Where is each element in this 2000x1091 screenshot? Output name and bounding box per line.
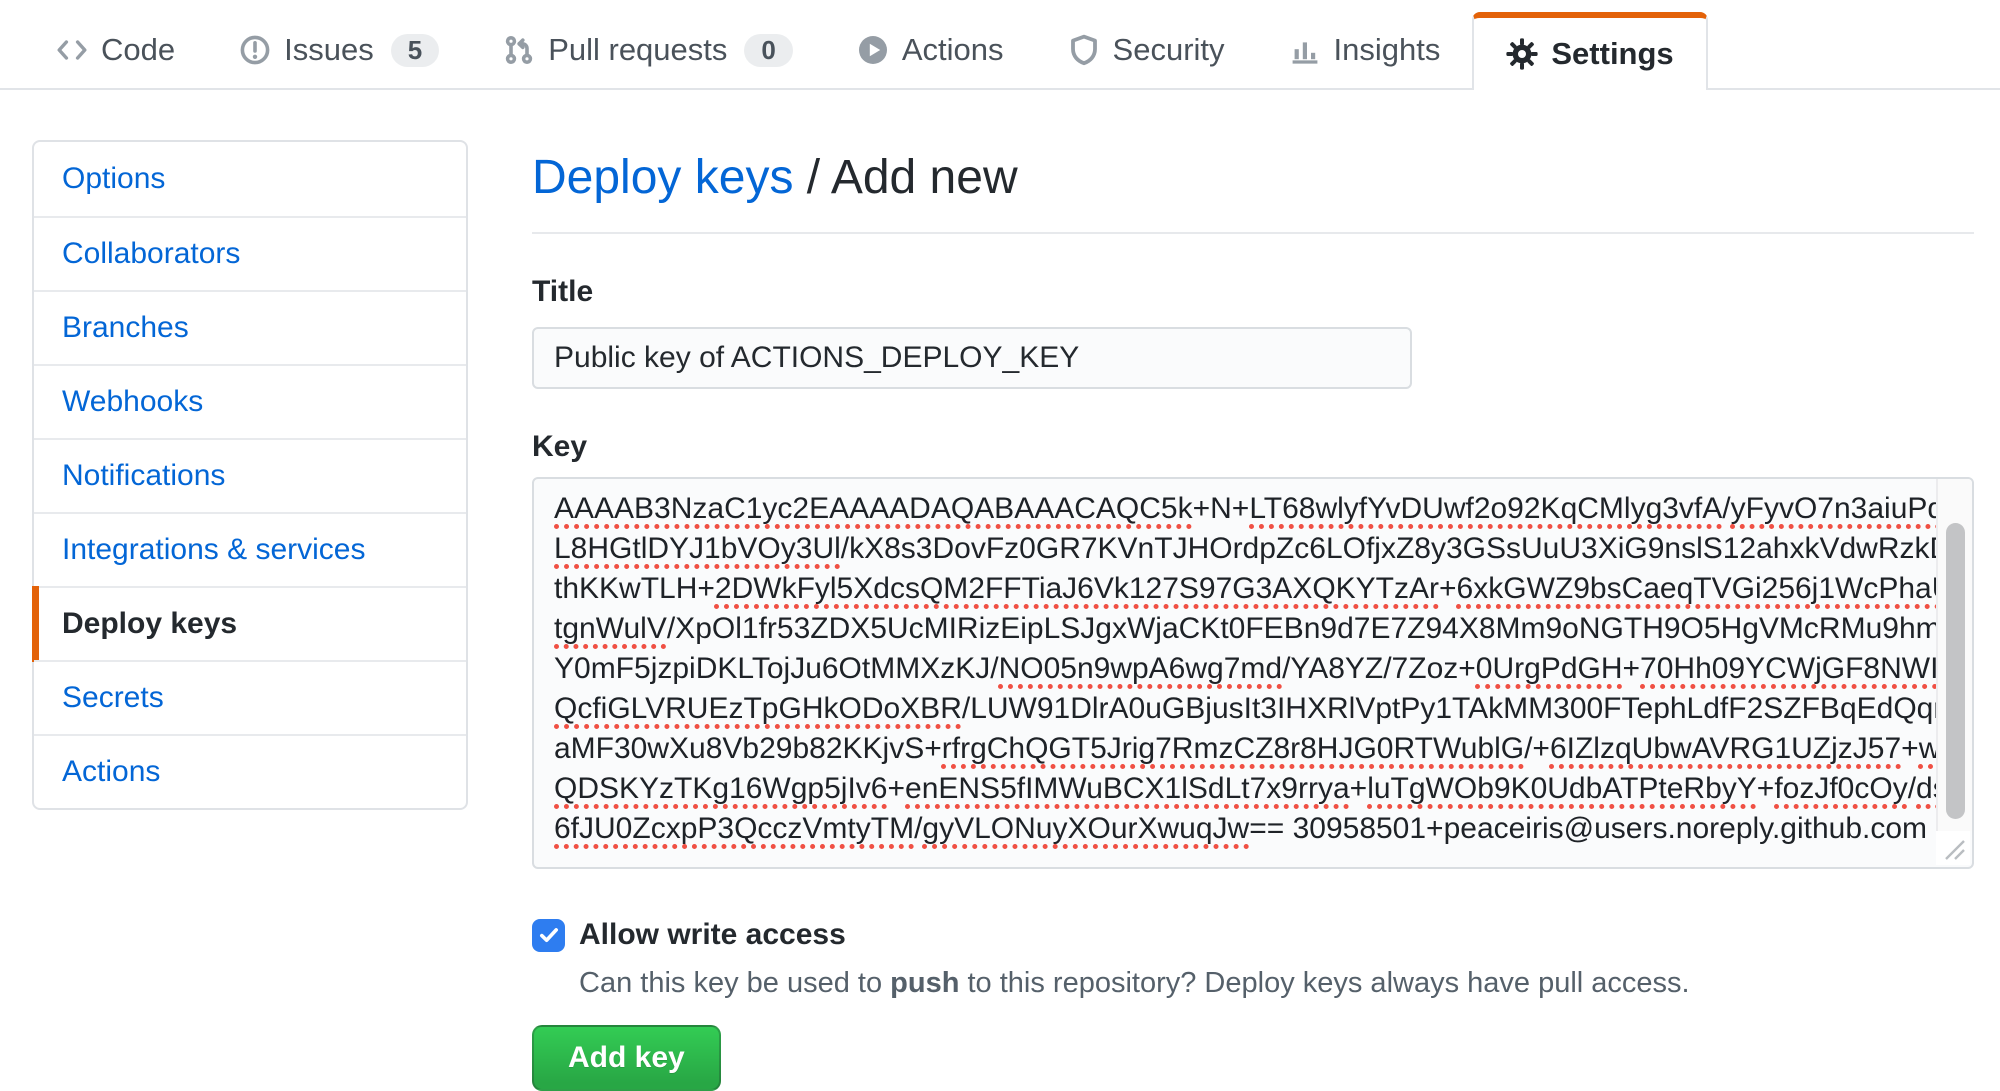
issue-opened-icon — [240, 35, 270, 65]
key-label: Key — [532, 429, 588, 463]
tab-label: Issues — [284, 32, 374, 68]
key-line: Y0mF5jzpiDKLTojJu6OtMMXzKJ/NO05n9wpA6wg7… — [554, 652, 1974, 685]
key-title-input[interactable] — [532, 326, 1412, 389]
repo-tab-nav: Code Issues 5 Pull requests 0 Actions Se… — [0, 0, 2000, 90]
key-line: aMF30wXu8Vb29b82KKjvS+rfrgChQGT5Jrig7Rmz… — [554, 732, 1972, 765]
allow-write-access-checkbox[interactable] — [532, 918, 565, 952]
key-textarea[interactable]: AAAAB3NzaC1yc2EAAAADAQABAAACAQC5k+N+LT68… — [532, 477, 1974, 869]
tab-code[interactable]: Code — [24, 12, 207, 88]
code-icon — [57, 40, 87, 60]
title-label: Title — [532, 275, 594, 308]
shield-icon — [1070, 34, 1097, 66]
settings-layout: Options Collaborators Branches Webhooks … — [0, 90, 2000, 1091]
pull-requests-count-badge: 0 — [744, 33, 793, 67]
add-key-button[interactable]: Add key — [532, 1024, 721, 1091]
deploy-keys-breadcrumb-link[interactable]: Deploy keys — [532, 151, 794, 204]
git-pull-request-icon — [505, 35, 533, 64]
play-icon — [858, 36, 887, 64]
tab-label: Pull requests — [548, 32, 728, 68]
tab-pull-requests[interactable]: Pull requests 0 — [471, 12, 825, 88]
sidebar-item-integrations-services[interactable]: Integrations & services — [34, 512, 466, 586]
tab-actions[interactable]: Actions — [825, 12, 1036, 88]
sidebar-item-branches[interactable]: Branches — [34, 290, 466, 364]
tab-insights[interactable]: Insights — [1257, 12, 1473, 88]
page-title: Deploy keys / Add new — [532, 150, 1974, 206]
breadcrumb-current: Add new — [830, 151, 1018, 204]
allow-write-access-label[interactable]: Allow write access — [579, 918, 846, 951]
allow-write-access-row: Allow write access — [532, 915, 1974, 956]
settings-sidebar: Options Collaborators Branches Webhooks … — [32, 140, 468, 810]
tab-settings[interactable]: Settings — [1472, 12, 1708, 90]
sidebar-item-notifications[interactable]: Notifications — [34, 438, 466, 512]
gear-icon — [1506, 38, 1538, 70]
sidebar-item-webhooks[interactable]: Webhooks — [34, 364, 466, 438]
key-line: QDSKYzTKg16Wgp5jIv6+enENS5fIMWuBCX1lSdLt… — [554, 772, 1972, 805]
deploy-key-form: Deploy keys / Add new Title Key AAAAB3Nz… — [532, 140, 1974, 1091]
breadcrumb-separator: / — [793, 151, 831, 204]
tab-security[interactable]: Security — [1036, 12, 1257, 88]
tab-issues[interactable]: Issues 5 — [207, 12, 471, 88]
key-line: L8HGtlDYJ1bVOy3Ul/kX8s3DovFz0GR7KVnTJHOr… — [554, 532, 1974, 565]
sidebar-item-actions[interactable]: Actions — [34, 734, 466, 808]
tab-label: Security — [1112, 32, 1225, 68]
sidebar-item-deploy-keys[interactable]: Deploy keys — [32, 586, 466, 662]
sidebar-item-secrets[interactable]: Secrets — [34, 660, 466, 734]
key-line: tgnWulV/XpOl1fr53ZDX5UcMIRizEipLSJgxWjaC… — [554, 612, 1974, 645]
key-line: thKKwTLH+2DWkFyl5XdcsQM2FFTiaJ6Vk127S97G… — [554, 572, 1974, 605]
check-icon — [539, 928, 558, 943]
tab-label: Code — [101, 32, 176, 68]
textarea-scrollbar-track[interactable] — [1936, 479, 1972, 831]
key-line: QcfiGLVRUEzTpGHkODoXBR/LUW91DlrA0uGBjusI… — [554, 692, 1974, 725]
sidebar-item-collaborators[interactable]: Collaborators — [34, 216, 466, 290]
key-line: AAAAB3NzaC1yc2EAAAADAQABAAACAQC5k+N+LT68… — [554, 492, 1972, 525]
tab-label: Settings — [1551, 36, 1674, 72]
write-access-help-text: Can this key be used to push to this rep… — [579, 966, 1690, 999]
tab-label: Insights — [1333, 32, 1441, 68]
key-text: AAAAB3NzaC1yc2EAAAADAQABAAACAQC5k+N+LT68… — [534, 479, 1972, 849]
sidebar-item-options[interactable]: Options — [62, 161, 166, 195]
issues-count-badge: 5 — [390, 33, 440, 67]
heading-divider — [532, 232, 1974, 234]
tab-label: Actions — [901, 32, 1004, 68]
key-line: 6fJU0ZcxpP3QcczVmtyTM/gyVLONuyXOurXwuqJw… — [554, 812, 1928, 845]
textarea-scrollbar-thumb[interactable] — [1946, 523, 1965, 819]
textarea-resize-handle[interactable] — [1936, 831, 1970, 865]
graph-icon — [1292, 42, 1317, 64]
